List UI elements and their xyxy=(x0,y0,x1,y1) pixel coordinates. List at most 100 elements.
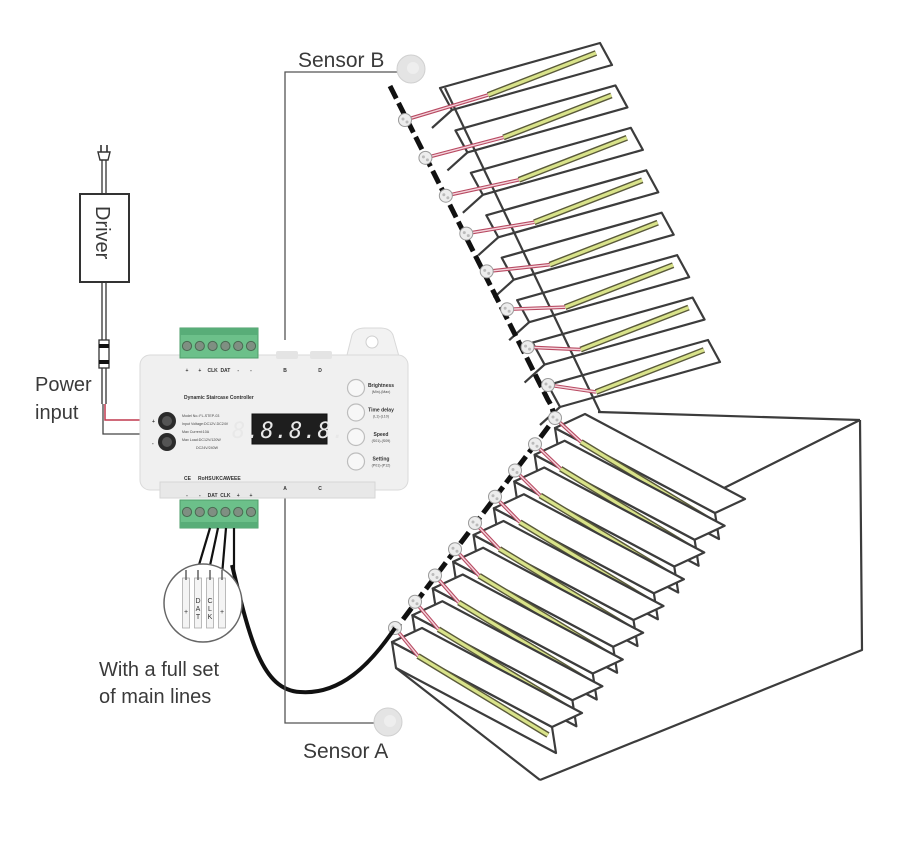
terminal-screw xyxy=(233,506,244,518)
driver-label: Driver xyxy=(91,206,113,260)
upper-step-tread-fill xyxy=(455,85,628,153)
signal-wire-core xyxy=(486,264,550,273)
upper-step-tread-fill xyxy=(501,212,674,280)
lower-step-tread-fill xyxy=(555,414,745,513)
lower-step-tread-fill xyxy=(473,521,664,620)
terminal-label: + xyxy=(198,368,201,374)
upper-step-tread xyxy=(454,84,629,154)
lower-step-tread xyxy=(513,466,706,568)
led-strip-glow xyxy=(549,221,659,267)
terminal-screw xyxy=(245,340,257,352)
led-display-value: 8.8.8.8. xyxy=(232,419,346,444)
controller-button-setting[interactable]: Setting(P01)-(P12) xyxy=(346,452,391,471)
terminal-screw xyxy=(207,340,218,352)
lower-step-riser-fill xyxy=(392,642,556,753)
signal-wire-core xyxy=(527,346,581,351)
button-label: Time delay xyxy=(368,408,394,414)
led-strip-glow xyxy=(417,654,549,737)
led-strip-glow xyxy=(533,178,643,224)
controller-button-speed[interactable]: Speed(S01)-(S09) xyxy=(346,427,391,447)
upper-step-riser xyxy=(523,363,546,384)
step-connector xyxy=(520,340,535,355)
sensor-b-wire xyxy=(284,71,398,340)
upper-step-riser xyxy=(431,109,453,129)
terminal-label: CLK xyxy=(220,493,231,499)
step-connector xyxy=(398,113,412,127)
step-connector xyxy=(428,568,442,583)
spec-line: Model No.:FL-STEP-03 xyxy=(182,414,219,418)
button-sublabel: (P01)-(P12) xyxy=(372,464,391,468)
step-connector xyxy=(548,411,562,425)
landing-edge xyxy=(597,410,861,422)
lower-step-tread xyxy=(431,573,624,675)
step-connector xyxy=(488,489,502,504)
terminal-label: CLK xyxy=(207,368,218,374)
step-connector xyxy=(448,542,462,557)
signal-wires xyxy=(388,93,597,658)
step-connector xyxy=(528,437,542,452)
terminal-label: - xyxy=(250,368,252,374)
driver-output-cable xyxy=(98,282,110,404)
inset-wire-letter: L xyxy=(208,606,212,613)
signal-wire-core xyxy=(445,179,520,197)
cert-mark-ce: CE xyxy=(184,476,192,482)
bottom-terminal-block xyxy=(179,499,259,529)
terminal-label: - xyxy=(237,368,239,374)
landing-edge xyxy=(719,419,861,491)
staircase xyxy=(390,41,864,782)
terminal-screw xyxy=(194,506,205,518)
upper-step-tread xyxy=(438,41,614,112)
lower-step-tread xyxy=(533,439,726,541)
power-negative-wire xyxy=(102,404,157,435)
step-connector xyxy=(468,516,482,530)
inset-wire xyxy=(218,577,226,629)
port-c-label: C xyxy=(318,486,322,492)
lower-step-tread-fill xyxy=(514,467,705,567)
power-input-label-line2: input xyxy=(35,402,79,424)
inset-wire-letter: A xyxy=(196,606,201,613)
main-line-cable xyxy=(230,564,397,695)
button-cap xyxy=(346,403,366,422)
upper-step-riser xyxy=(462,194,484,214)
inset-wire-sign: + xyxy=(184,609,188,616)
inset-wire-sign: + xyxy=(220,609,224,616)
signal-wire-core xyxy=(466,221,535,235)
terminal-label: DAT xyxy=(208,493,218,499)
step-connector xyxy=(541,378,555,392)
controller-button-brightness[interactable]: Brightness(Min)-(Max) xyxy=(346,378,395,398)
led-strip-glow xyxy=(595,348,705,394)
sensor-a-wire xyxy=(284,480,375,724)
spec-line: DC24V/240W xyxy=(196,446,219,450)
terminal-screw xyxy=(233,340,244,352)
signal-wire-core xyxy=(507,306,566,310)
power-input-label-line1: Power xyxy=(35,374,92,396)
led-strip-glow xyxy=(518,136,628,182)
upper-step-tread-fill xyxy=(486,170,659,238)
port-a-label: A xyxy=(283,486,287,492)
controller-button-time-delay[interactable]: Time delay(L1)-(L10) xyxy=(346,403,395,422)
power-plug-icon xyxy=(97,145,111,193)
cert-mark-ukca: UKCA xyxy=(212,476,227,482)
lower-step-tread-fill xyxy=(493,494,684,594)
lower-flight-stringer xyxy=(395,667,541,781)
spec-line: Max Current:10A xyxy=(182,430,210,434)
sensor-a xyxy=(373,707,403,737)
upper-step-tread xyxy=(546,338,722,409)
step-connector xyxy=(479,264,494,279)
led-display xyxy=(251,413,328,445)
sensor-b-label: Sensor B xyxy=(298,49,384,72)
driver-box xyxy=(79,193,130,283)
spec-line: Max Load:DC12V/120W xyxy=(182,438,221,442)
cert-mark-rohs: RoHS xyxy=(198,476,212,482)
top-terminal-block xyxy=(179,327,259,359)
power-positive-terminal xyxy=(158,412,176,430)
step-connector xyxy=(408,594,422,609)
button-sublabel: (L1)-(L10) xyxy=(373,415,389,419)
signal-wire-core xyxy=(404,94,489,121)
terminal-label: + xyxy=(250,493,253,499)
terminal-label: - xyxy=(199,493,201,499)
upper-step-tread xyxy=(531,296,706,366)
main-lines-label-line1: With a full set xyxy=(99,659,219,681)
lower-step-tread-fill xyxy=(412,601,603,701)
